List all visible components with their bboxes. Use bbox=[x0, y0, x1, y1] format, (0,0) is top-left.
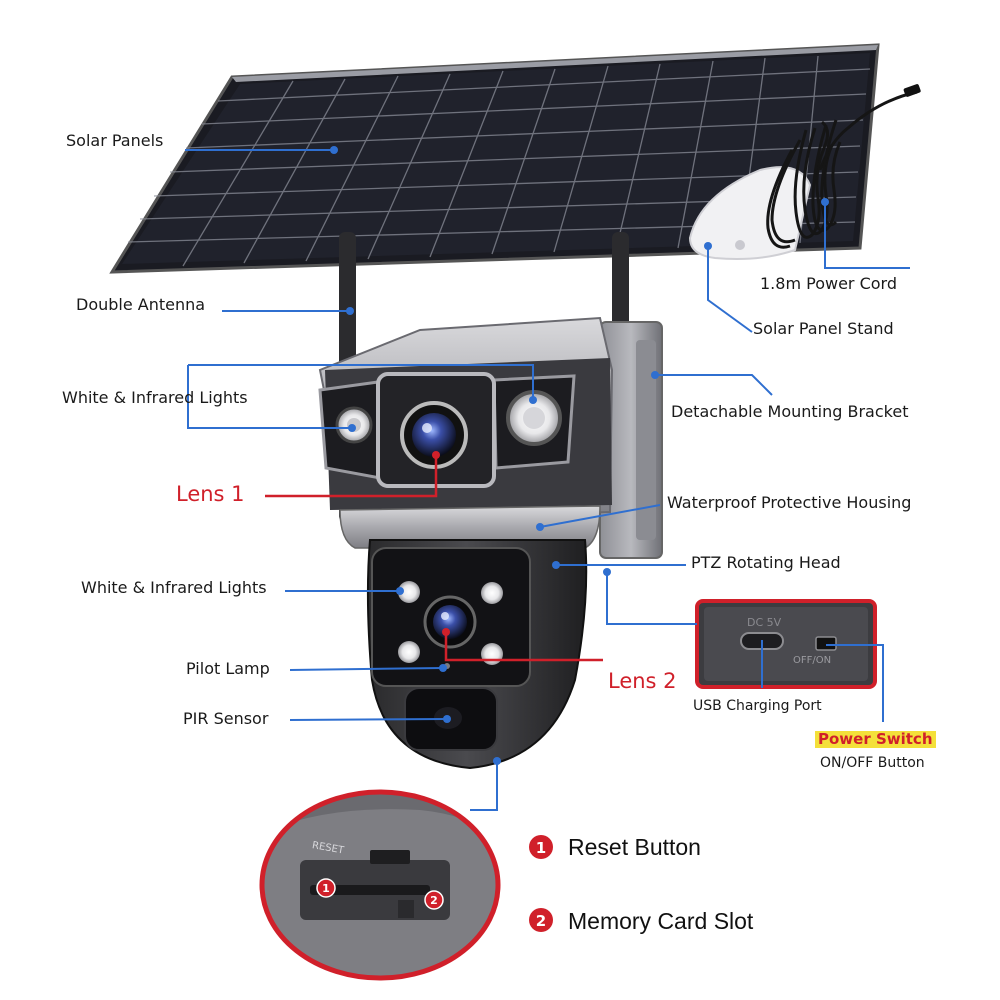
cord-plug bbox=[903, 84, 921, 97]
label-white-ir-lights-bottom: White & Infrared Lights bbox=[81, 578, 267, 597]
solar-panel bbox=[109, 43, 880, 274]
usb-port-inset: DC 5V OFF/ON bbox=[695, 599, 877, 689]
legend-markers bbox=[529, 835, 553, 932]
label-on-off-button: ON/OFF Button bbox=[820, 755, 925, 771]
card-slot-inset: RESET 1 2 bbox=[259, 789, 501, 981]
label-pir-sensor: PIR Sensor bbox=[183, 709, 269, 728]
legend-reset-button: Reset Button bbox=[568, 834, 701, 860]
lens-2-dot bbox=[442, 628, 450, 636]
lens-1 bbox=[400, 401, 468, 469]
leader-dots bbox=[330, 146, 829, 765]
label-power-cord: 1.8m Power Cord bbox=[760, 274, 897, 293]
slot-marker-2: 2 bbox=[430, 894, 438, 907]
legend-memory-card-slot: Memory Card Slot bbox=[568, 908, 754, 934]
label-mounting-bracket: Detachable Mounting Bracket bbox=[671, 402, 909, 421]
label-ptz-head: PTZ Rotating Head bbox=[691, 553, 841, 572]
label-power-switch: Power Switch bbox=[815, 731, 936, 748]
legend-number-1: 1 bbox=[536, 839, 546, 857]
legend-number-2: 2 bbox=[536, 912, 546, 930]
leader-lines bbox=[185, 149, 910, 811]
slot-marker-1: 1 bbox=[322, 882, 330, 895]
lens-1-dot bbox=[432, 451, 440, 459]
power-cord bbox=[766, 90, 918, 249]
label-solar-panel-stand: Solar Panel Stand bbox=[753, 319, 894, 338]
label-solar-panels: Solar Panels bbox=[66, 131, 164, 150]
mounting-bracket bbox=[599, 321, 663, 559]
dc-label: DC 5V bbox=[747, 616, 782, 629]
label-double-antenna: Double Antenna bbox=[76, 295, 206, 314]
power-switch bbox=[815, 636, 837, 651]
label-waterproof-housing: Waterproof Protective Housing bbox=[667, 493, 912, 512]
lens-leaders bbox=[265, 455, 603, 662]
label-pilot-lamp: Pilot Lamp bbox=[186, 659, 270, 678]
label-usb-port: USB Charging Port bbox=[693, 698, 822, 714]
lens-2 bbox=[423, 595, 477, 649]
label-lens-2: Lens 2 bbox=[608, 669, 677, 693]
switch-label: OFF/ON bbox=[793, 655, 831, 666]
label-white-ir-lights-top: White & Infrared Lights bbox=[62, 388, 248, 407]
label-lens-1: Lens 1 bbox=[176, 482, 245, 506]
